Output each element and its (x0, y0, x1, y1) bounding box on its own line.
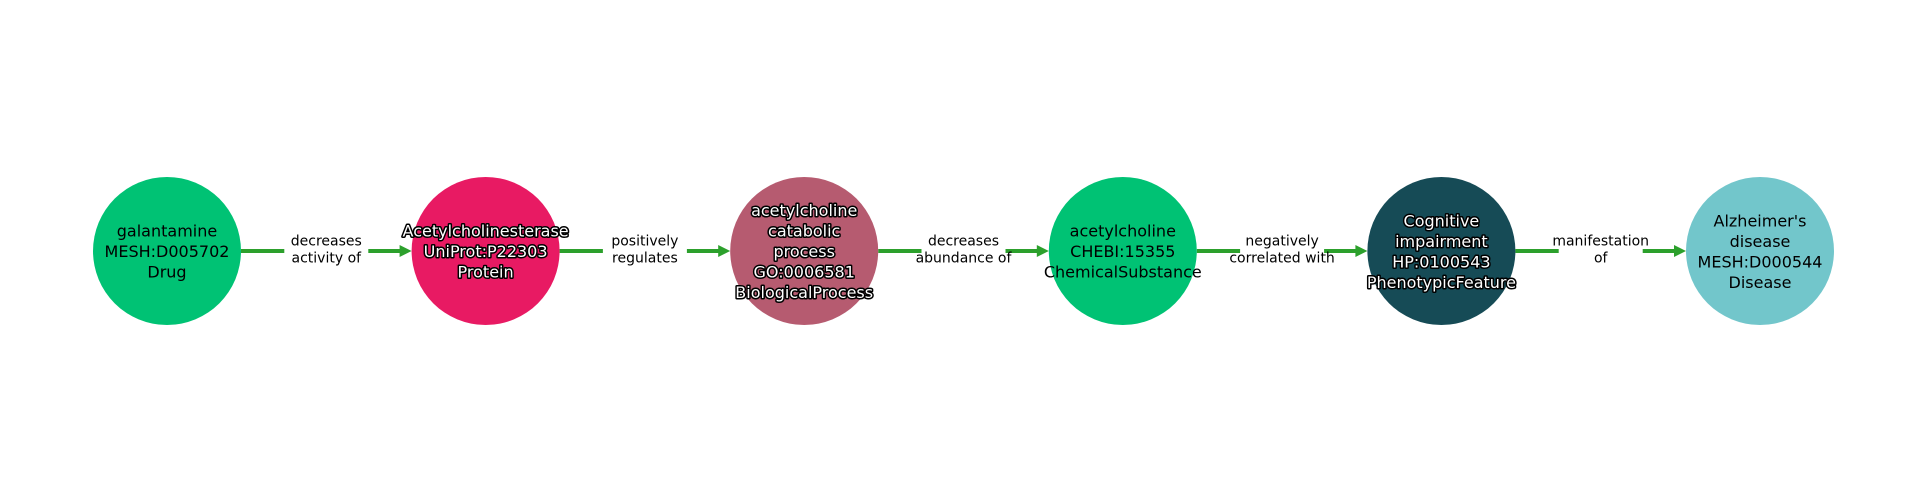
edge-label-line: decreases (291, 234, 362, 250)
edge-label-line: decreases (928, 234, 999, 250)
node-label-line: Disease (1729, 273, 1792, 292)
node-circle[interactable] (93, 177, 241, 325)
node-label-line: Drug (147, 263, 186, 282)
edge-label-line: manifestation (1552, 234, 1649, 250)
node-label-line: ChemicalSubstance (1044, 263, 1202, 282)
node-label-line: acetylcholine (1070, 222, 1176, 241)
arrowhead-icon (1355, 245, 1368, 257)
node-label-line: acetylcholine (751, 201, 857, 220)
arrowhead-icon (1674, 245, 1686, 257)
node-label-line: process (773, 242, 834, 261)
node-label-line: Protein (458, 263, 514, 282)
edge-label-line: negatively (1245, 234, 1318, 250)
edge-label-line: positively (611, 234, 678, 250)
node-label-line: PhenotypicFeature (1367, 273, 1516, 292)
node-label-line: Cognitive (1404, 211, 1480, 230)
arrowhead-icon (399, 245, 412, 257)
node-label-line: Acetylcholinesterase (403, 222, 569, 241)
arrowhead-icon (1036, 245, 1049, 257)
edge-label-line: correlated with (1229, 251, 1334, 267)
node-label-line: MESH:D000544 (1698, 252, 1823, 271)
node-circle[interactable] (730, 177, 879, 325)
node-label-line: MESH:D005702 (105, 242, 230, 261)
edge-label-line: regulates (612, 251, 678, 267)
node-label-line: impairment (1395, 232, 1488, 251)
node-label-line: UniProt:P22303 (424, 242, 548, 261)
node-circle[interactable] (1048, 177, 1197, 325)
node-circle[interactable] (1367, 177, 1516, 325)
arrowhead-icon (718, 245, 731, 257)
node-label-line: catabolic (768, 222, 840, 241)
node-label-line: GO:0006581 (754, 263, 855, 282)
edge-label-line: activity of (292, 251, 363, 267)
node-label-line: galantamine (117, 222, 217, 241)
node-circle[interactable] (1686, 177, 1834, 325)
node-circle[interactable] (411, 177, 560, 325)
node-label-line: BiologicalProcess (735, 283, 873, 302)
edge-label-line: abundance of (916, 251, 1013, 267)
node-label-line: disease (1730, 232, 1791, 251)
node-label-line: HP:0100543 (1392, 252, 1490, 271)
node-label-line: CHEBI:15355 (1070, 242, 1175, 261)
node-label-line: Alzheimer's (1714, 211, 1807, 230)
edge-label-line: of (1594, 251, 1609, 267)
